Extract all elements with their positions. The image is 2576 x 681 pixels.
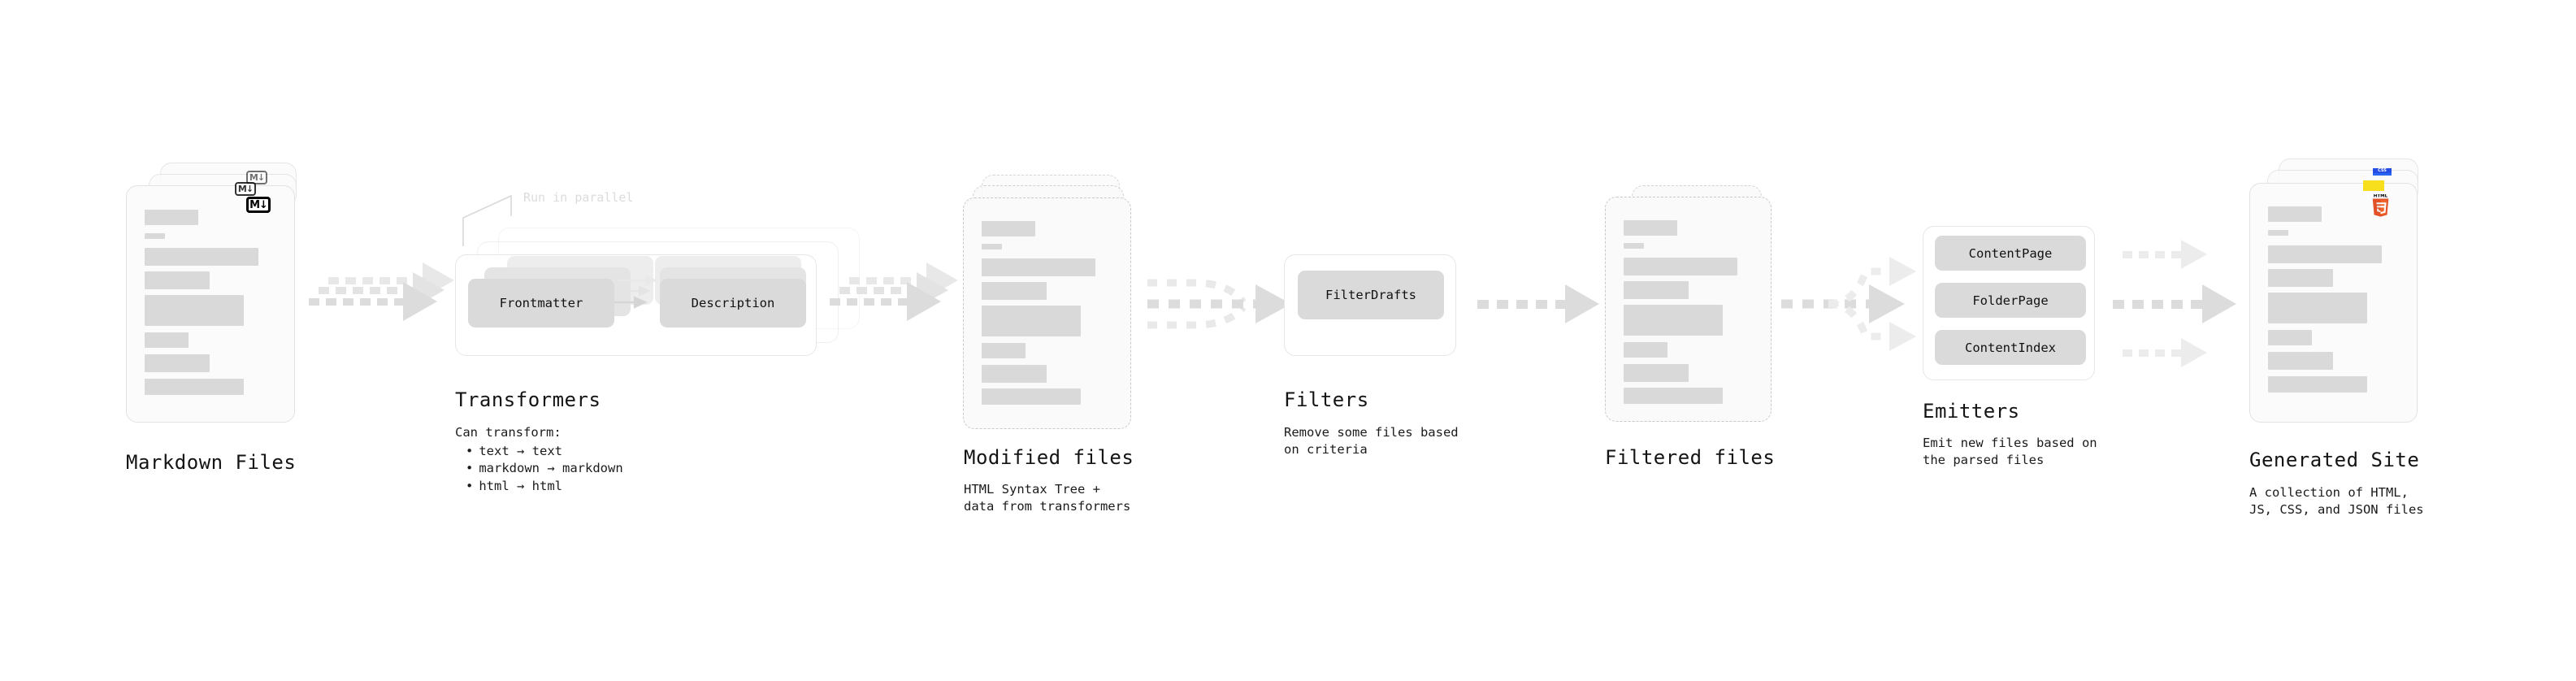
card-bar [1624,305,1723,336]
card-bar [145,332,189,348]
js-icon [2363,180,2384,191]
filtered-card-front [1605,197,1772,422]
card-bar [145,271,210,289]
card-bar [2268,376,2367,393]
markdown-icon: M↓ [246,171,267,184]
card-bar [982,365,1047,383]
filter-chip-label: FilterDrafts [1325,288,1416,302]
filtered-files-stack [1605,185,1780,437]
card-bar [982,244,1002,249]
modified-files-caption: HTML Syntax Tree + data from transformer… [964,482,1131,514]
card-bar [145,248,258,266]
card-bar [145,379,244,395]
stage-title-filtered-files: Filtered files [1605,446,1776,469]
card-bar [2268,269,2333,287]
card-bar [982,221,1035,236]
card-bar [1624,388,1723,404]
generated-site-stack: CSS HTML [2249,158,2424,427]
markdown-icon: M↓ [246,197,271,213]
stage-title-transformers: Transformers [455,388,601,411]
emitter-chip-label: FolderPage [1972,293,2049,308]
card-bar [2268,245,2382,263]
card-bar [982,388,1081,405]
emitters-caption: Emit new files based on the parsed files [1923,436,2097,468]
list-item-label: markdown → markdown [479,461,623,476]
emitter-chip-label: ContentPage [1968,245,2053,261]
list-item-label: html → html [479,478,562,493]
card-bar [1624,281,1689,299]
card-bar [1624,220,1677,236]
stage-title-generated-site: Generated Site [2249,449,2420,471]
card-bar [1624,243,1644,249]
card-bar [1624,258,1737,275]
stage-title-emitters: Emitters [1923,400,2020,423]
card-bar [2268,352,2333,370]
html5-icon: HTML [2370,193,2392,219]
card-bar [145,233,165,239]
list-item-label: text → text [479,444,562,458]
css3-icon: CSS [2373,168,2392,176]
transformer-chip-frontmatter[interactable]: Frontmatter [468,279,614,327]
card-bar [1624,364,1689,382]
card-bar [2268,293,2367,323]
stage-title-filters: Filters [1284,388,1369,411]
emitter-chip-contentpage[interactable]: ContentPage [1935,236,2086,271]
generated-site-caption: A collection of HTML, JS, CSS, and JSON … [2249,485,2424,518]
site-card-front [2249,183,2418,423]
card-bar [2268,206,2322,222]
list-item: markdown → markdown [466,460,623,477]
card-bar [2268,330,2312,345]
transformers-bullet-list: text → text markdown → markdown html → h… [466,443,623,495]
markdown-icon: M↓ [235,182,256,196]
transformers-caption: Can transform: [455,425,562,440]
transformer-chip-label: Description [691,296,775,310]
emitter-chip-folderpage[interactable]: FolderPage [1935,283,2086,318]
emitter-chip-contentindex[interactable]: ContentIndex [1935,330,2086,365]
card-bar [1624,342,1667,358]
stage-title-modified-files: Modified files [964,446,1134,469]
card-bar [145,354,210,372]
modified-files-stack [963,175,1138,435]
transformer-chip-description[interactable]: Description [660,279,806,327]
transformer-chip-label: Frontmatter [499,296,583,310]
stage-title-markdown-files: Markdown Files [126,451,297,474]
list-item: html → html [466,478,623,495]
modified-card-front [963,197,1131,429]
card-bar [982,258,1095,276]
svg-text:HTML: HTML [2374,194,2388,198]
card-bar [2268,230,2288,236]
markdown-files-stack: M↓ M↓ M↓ [126,163,297,423]
emitter-chip-label: ContentIndex [1965,340,2056,355]
card-bar [982,343,1026,358]
list-item: text → text [466,443,623,460]
card-bar [145,210,198,225]
filter-chip-filterdrafts[interactable]: FilterDrafts [1298,271,1444,319]
markdown-card-front [126,185,295,423]
filters-caption: Remove some files based on criteria [1284,425,1459,458]
run-in-parallel-label: Run in parallel [523,190,634,205]
card-bar [145,295,244,326]
card-bar [982,282,1047,300]
card-bar [982,306,1081,336]
